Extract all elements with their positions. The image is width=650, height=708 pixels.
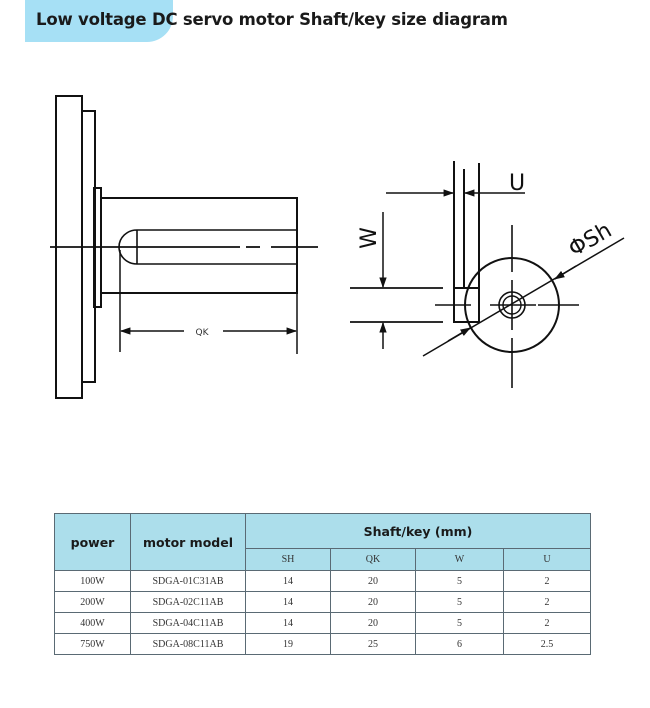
cell-sh: 19 xyxy=(245,633,331,655)
cell-qk: 20 xyxy=(330,612,416,634)
subheader-sh: SH xyxy=(245,548,331,571)
cell-sh: 14 xyxy=(245,570,331,592)
table-subheader-row: SH QK W U xyxy=(55,548,591,571)
shaft-body xyxy=(101,197,298,294)
cell-power: 200W xyxy=(54,591,131,613)
table-header-row: power motor model Shaft/key (mm) xyxy=(54,513,591,571)
table-row: 200W SDGA-02C11AB 14 20 5 2 xyxy=(54,591,591,613)
cell-sh: 14 xyxy=(245,591,331,613)
diameter-label: ΦSh xyxy=(565,218,617,262)
cell-u: 2 xyxy=(503,570,591,592)
table-row: 400W SDGA-04C11AB 14 20 5 2 xyxy=(54,612,591,634)
cell-sh: 14 xyxy=(245,612,331,634)
shaft-key-spec-table: power motor model Shaft/key (mm) SH QK W… xyxy=(54,513,591,655)
cell-w: 5 xyxy=(415,612,504,634)
front-view xyxy=(350,161,625,388)
cell-qk: 20 xyxy=(330,570,416,592)
cell-power: 100W xyxy=(54,570,131,592)
cell-power: 400W xyxy=(54,612,131,634)
subheader-w: W xyxy=(415,548,504,571)
cell-qk: 20 xyxy=(330,591,416,613)
table-row: 100W SDGA-01C31AB 14 20 5 2 xyxy=(54,570,591,592)
side-view xyxy=(50,95,318,399)
cell-u: 2.5 xyxy=(503,633,591,655)
qk-label: QK xyxy=(196,328,210,338)
cell-model: SDGA-01C31AB xyxy=(130,570,246,592)
cell-model: SDGA-08C11AB xyxy=(130,633,246,655)
cell-qk: 25 xyxy=(330,633,416,655)
cell-model: SDGA-04C11AB xyxy=(130,612,246,634)
cell-w: 5 xyxy=(415,570,504,592)
header-motor-model: motor model xyxy=(130,513,246,571)
cell-w: 6 xyxy=(415,633,504,655)
cell-power: 750W xyxy=(54,633,131,655)
table-row: 750W SDGA-08C11AB 19 25 6 2.5 xyxy=(54,633,591,655)
header-shaft-key: Shaft/key (mm) xyxy=(245,513,591,549)
u-label: U xyxy=(509,171,525,196)
header-power: power xyxy=(54,513,131,571)
cell-u: 2 xyxy=(503,591,591,613)
w-label: W xyxy=(357,227,382,249)
shaft-key-diagram: QK U W ΦSh xyxy=(50,95,625,399)
cell-w: 5 xyxy=(415,591,504,613)
subheader-u: U xyxy=(503,548,591,571)
cell-model: SDGA-02C11AB xyxy=(130,591,246,613)
page-title: Low voltage DC servo motor Shaft/key siz… xyxy=(36,10,508,29)
title-accent-tab xyxy=(25,0,173,42)
subheader-qk: QK xyxy=(330,548,416,571)
cell-u: 2 xyxy=(503,612,591,634)
